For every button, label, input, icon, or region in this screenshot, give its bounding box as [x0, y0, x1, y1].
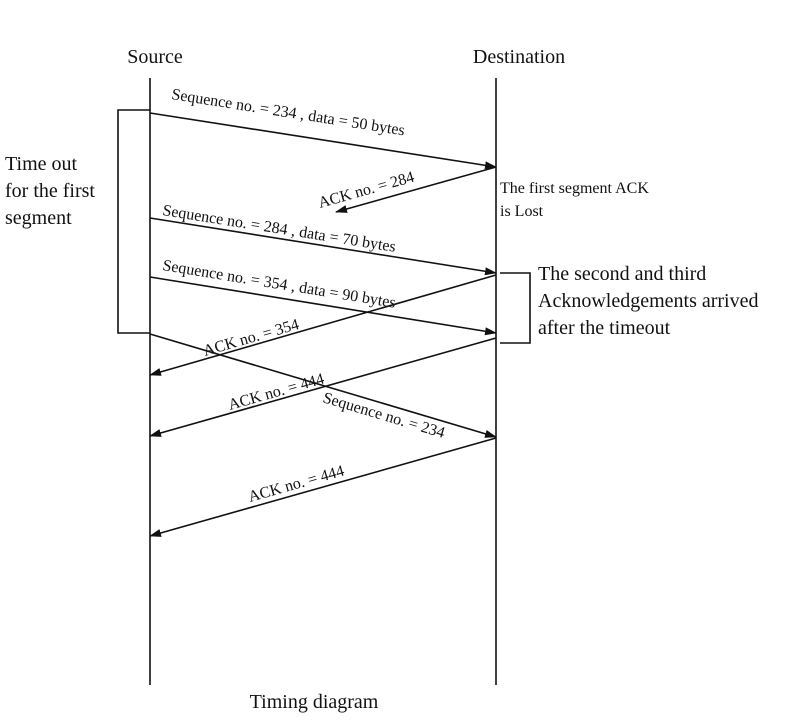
message-label-seq-234: Sequence no. = 234 , data = 50 bytes — [170, 86, 406, 139]
source-label: Source — [127, 46, 183, 68]
message-label-seq-284: Sequence no. = 284 , data = 70 bytes — [161, 202, 397, 256]
lost-ack-annotation: The first segment ACK is Lost — [500, 180, 653, 220]
message-label-seq-234-retransmit: Sequence no. = 234 — [321, 390, 447, 442]
late-ack-bracket — [500, 272, 531, 344]
message-arrow-seq-284 — [149, 217, 497, 276]
message-arrow-seq-234-retransmit — [149, 333, 497, 438]
message-arrow-seq-234 — [149, 112, 497, 170]
message-label-ack-284: ACK no. = 284 — [316, 169, 416, 212]
message-arrow-ack-444 — [149, 337, 497, 437]
message-arrow-ack-354 — [149, 274, 497, 376]
timeout-annotation: Time out for the first segment — [5, 153, 100, 229]
message-arrow-ack-444-final — [149, 437, 497, 537]
destination-label: Destination — [473, 46, 565, 68]
timeout-bracket — [117, 109, 150, 334]
message-arrow-ack-284-lost — [335, 166, 497, 213]
diagram-title: Timing diagram — [250, 691, 379, 713]
message-label-ack-444: ACK no. = 444 — [226, 371, 326, 414]
message-arrow-seq-354 — [149, 276, 497, 336]
late-ack-annotation: The second and third Acknowledgements ar… — [538, 263, 763, 339]
